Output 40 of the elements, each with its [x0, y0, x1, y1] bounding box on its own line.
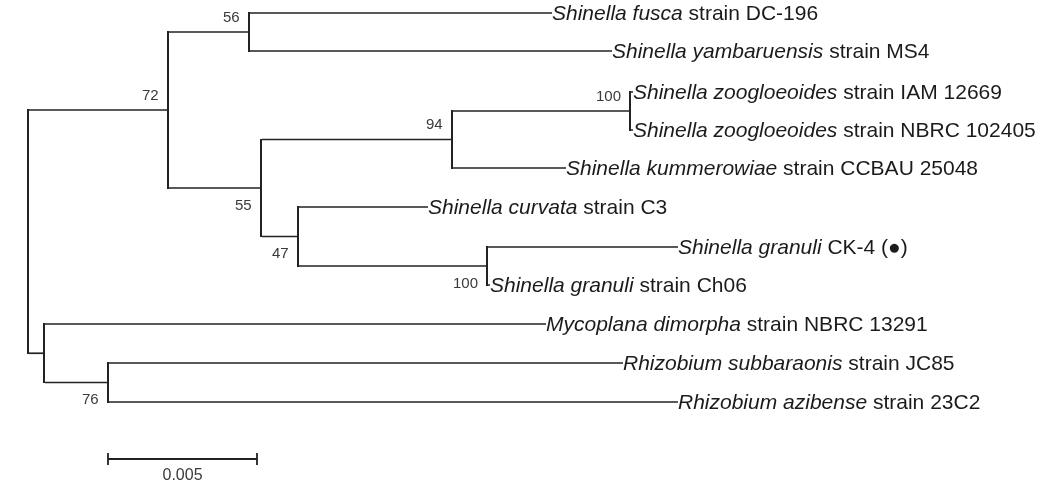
taxon-label: Shinella zoogloeoides strain NBRC 102405 — [633, 118, 1036, 143]
taxon-label: Shinella zoogloeoides strain IAM 12669 — [633, 80, 1002, 105]
branch-line — [630, 91, 634, 93]
branch-line — [487, 246, 679, 248]
bootstrap-value: 100 — [453, 273, 479, 291]
branch-line — [44, 381, 108, 384]
taxon-label: Shinella kummerowiae strain CCBAU 25048 — [566, 156, 979, 181]
bootstrap-value: 56 — [223, 7, 240, 25]
branch-line — [108, 401, 679, 403]
scale-label: 0.005 — [162, 467, 203, 483]
bootstrap-value: 47 — [272, 244, 289, 262]
taxon-label: Mycoplana dimorpha strain NBRC 13291 — [546, 312, 928, 337]
branch-line — [249, 12, 553, 14]
branch-line — [630, 129, 634, 131]
bootstrap-value: 72 — [142, 85, 159, 103]
branch-line — [261, 235, 298, 238]
branch-line — [168, 187, 261, 189]
taxon-label: Shinella granuli CK-4 (●) — [678, 235, 908, 260]
branch-line — [168, 31, 249, 33]
branch-line — [108, 362, 624, 364]
branch-line — [249, 50, 613, 52]
bootstrap-value: 94 — [426, 115, 443, 133]
branch-line — [487, 284, 491, 286]
branch-line — [452, 167, 567, 169]
taxon-label: Shinella curvata strain C3 — [428, 195, 668, 220]
branch-line — [261, 138, 452, 141]
taxon-label: Rhizobium subbaraonis strain JC85 — [623, 351, 955, 376]
bootstrap-value: 76 — [82, 390, 99, 408]
bootstrap-value: 100 — [596, 86, 622, 104]
taxon-label: Shinella yambaruensis strain MS4 — [612, 39, 930, 64]
branch-line — [28, 352, 44, 355]
taxon-label: Shinella fusca strain DC-196 — [552, 1, 819, 26]
branch-line — [28, 109, 168, 111]
taxon-label: Shinella granuli strain Ch06 — [490, 273, 747, 298]
branch-line — [298, 206, 429, 208]
branch-line — [44, 323, 547, 325]
branch-line — [298, 265, 487, 267]
taxon-label: Rhizobium azibense strain 23C2 — [678, 390, 981, 415]
bootstrap-value: 55 — [235, 195, 252, 213]
branch-line — [452, 110, 630, 112]
